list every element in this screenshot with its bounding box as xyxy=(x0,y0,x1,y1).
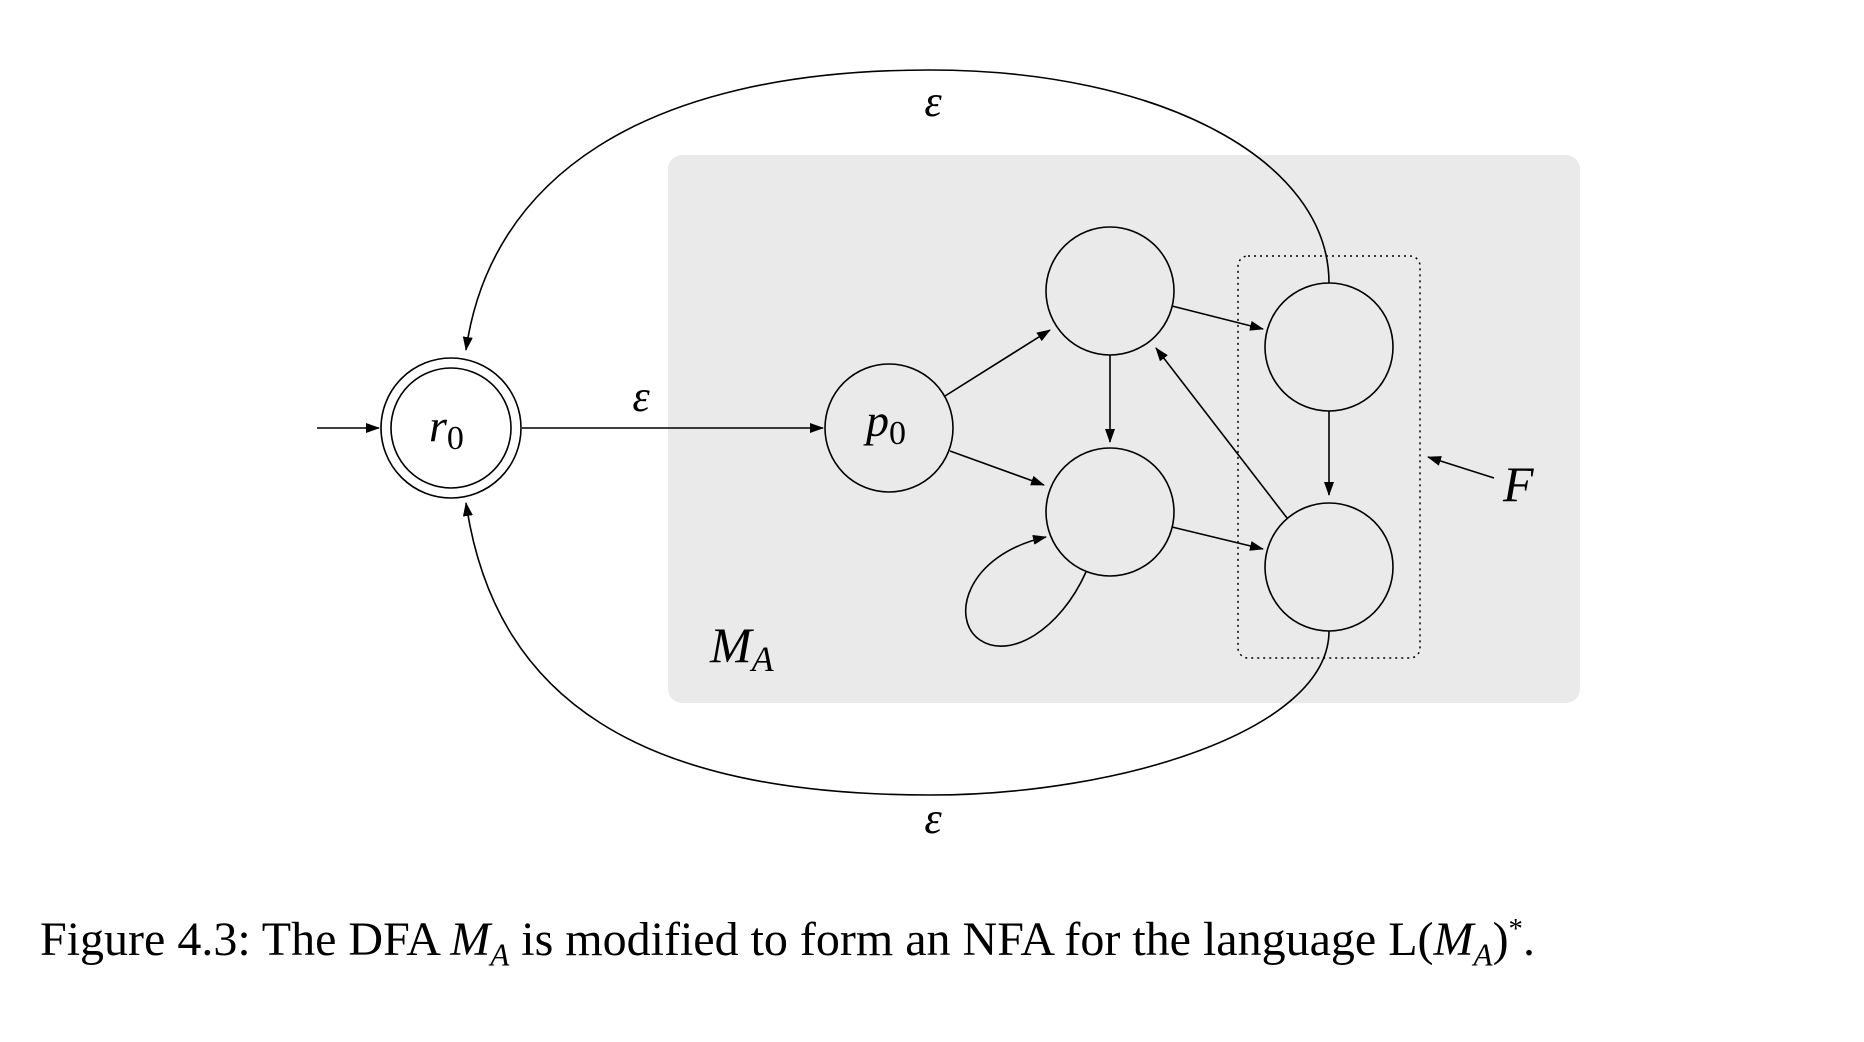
edge-p0-top-middle xyxy=(944,329,1051,397)
epsilon-label-bottom: ε xyxy=(924,794,942,843)
final-set-label: F xyxy=(1502,456,1534,512)
state-p0-label: p0 xyxy=(863,395,906,452)
epsilon-label-top: ε xyxy=(924,77,942,126)
figure-caption: Figure 4.3: The DFA MA is modified to fo… xyxy=(40,913,1535,973)
edge-top-middle-final-top xyxy=(1171,305,1264,331)
edge-final-bottom-top-middle xyxy=(1155,347,1288,519)
edge-final-bottom-r0 xyxy=(462,502,1330,796)
state-r0 xyxy=(380,357,522,499)
state-r0-label: r0 xyxy=(429,400,464,457)
dfa-region xyxy=(668,155,1580,703)
final-set-pointer xyxy=(1427,456,1495,479)
nfa-diagram: r0 p0 ε ε ε MA F xyxy=(317,69,1580,843)
epsilon-label-middle: ε xyxy=(632,372,650,421)
edge-p0-bottom-middle xyxy=(949,450,1045,486)
final-states-box xyxy=(1237,255,1421,659)
state-bottom-middle xyxy=(1045,447,1175,577)
edge-final-top-r0 xyxy=(462,69,1330,351)
state-p0 xyxy=(824,363,954,493)
edge-bottom-middle-final-bottom xyxy=(1171,526,1264,551)
region-label: MA xyxy=(709,617,775,679)
self-loop-bottom-middle xyxy=(964,534,1087,647)
